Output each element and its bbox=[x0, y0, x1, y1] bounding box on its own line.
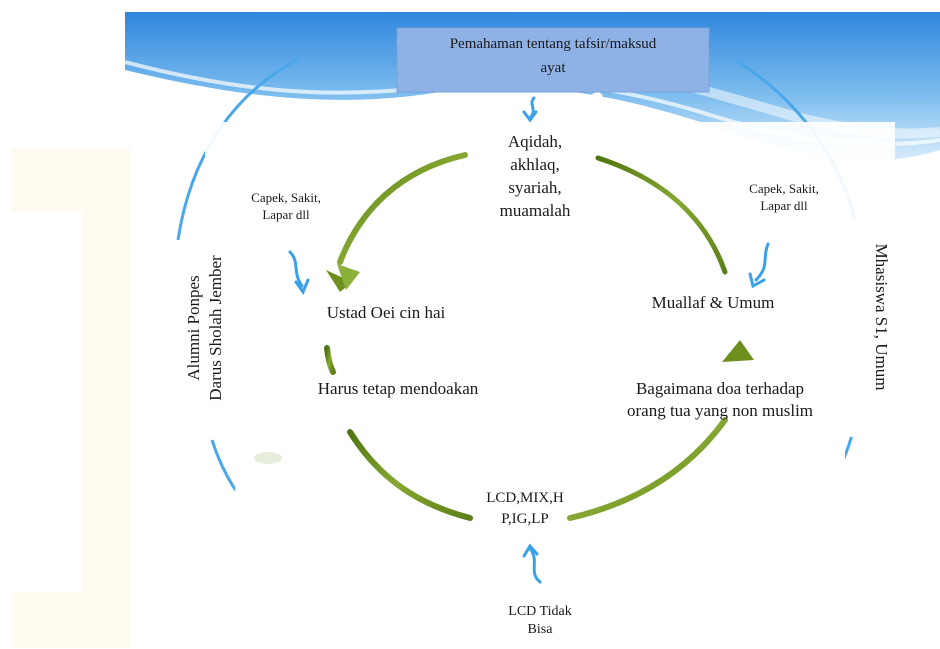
center-top-line-1: Aqidah, bbox=[507, 132, 563, 151]
title-box bbox=[396, 27, 710, 93]
left-obstacle-label: Capek, Sakit, Lapar dll bbox=[226, 189, 346, 223]
curved-arrow-icon bbox=[722, 340, 754, 362]
bottom-obstacle-line-2: Bisa bbox=[527, 622, 553, 637]
center-top-line-3: syariah, bbox=[508, 178, 562, 197]
title-line-1: Pemahaman tentang tafsir/maksud bbox=[449, 36, 657, 52]
green-arc-top-right bbox=[595, 155, 728, 275]
bottom-obstacle-label: LCD Tidak Bisa bbox=[490, 603, 590, 639]
bottom-node-line-2: P,IG,LP bbox=[501, 511, 549, 527]
left-vertical-line-1: Alumni Ponpes bbox=[184, 275, 203, 381]
left-bottom-node: Harus tetap mendoakan bbox=[317, 379, 479, 398]
squiggle-arrow-icon bbox=[522, 96, 538, 123]
right-obstacle-line-2: Lapar dll bbox=[760, 198, 808, 213]
bottom-obstacle-line-1: LCD Tidak bbox=[508, 604, 572, 619]
cycle-backdrop-bottom bbox=[235, 430, 845, 630]
right-vertical-label: Mhasiswa S1, Umum bbox=[872, 243, 891, 391]
squiggle-arrow-icon bbox=[522, 543, 542, 584]
right-obstacle-label: Capek, Sakit, Lapar dll bbox=[724, 180, 844, 214]
left-vertical-label: Alumni Ponpes Darus Sholah Jember bbox=[183, 228, 227, 428]
green-arc-bottom-left bbox=[347, 429, 473, 521]
left-obstacle-line-1: Capek, Sakit, bbox=[251, 190, 321, 205]
green-arc-left bbox=[324, 345, 336, 375]
left-cream-inner bbox=[0, 212, 82, 592]
green-arc-top-left bbox=[337, 152, 468, 265]
title-line-2: ayat bbox=[540, 60, 566, 76]
curved-arrow-icon bbox=[337, 264, 360, 290]
squiggle-arrow-icon bbox=[748, 242, 770, 289]
right-bottom-line-2: orang tua yang non muslim bbox=[626, 401, 814, 420]
left-vertical-line-2: Darus Sholah Jember bbox=[206, 255, 225, 401]
bottom-node: LCD,MIX,H P,IG,LP bbox=[470, 488, 580, 530]
right-bottom-node: Bagaimana doa terhadap orang tua yang no… bbox=[590, 378, 850, 422]
green-arc-bottom-right bbox=[567, 417, 728, 521]
right-obstacle-line-1: Capek, Sakit, bbox=[749, 181, 819, 196]
left-obstacle-line-2: Lapar dll bbox=[262, 207, 310, 222]
sparkle-dot bbox=[591, 92, 603, 104]
green-cycle bbox=[324, 152, 728, 521]
bottom-node-line-1: LCD,MIX,H bbox=[486, 490, 564, 506]
decor-smudge bbox=[254, 452, 282, 464]
center-top-line-4: muamalah bbox=[499, 201, 571, 220]
center-top-node: Aqidah, akhlaq, syariah, muamalah bbox=[470, 130, 600, 222]
left-node: Ustad Oei cin hai bbox=[326, 303, 446, 322]
center-top-line-2: akhlaq, bbox=[510, 155, 560, 174]
title-box-text: Pemahaman tentang tafsir/maksud ayat bbox=[397, 34, 709, 78]
right-node: Muallaf & Umum bbox=[651, 293, 775, 312]
right-bottom-line-1: Bagaimana doa terhadap bbox=[635, 379, 805, 398]
cycle-backdrop bbox=[205, 122, 895, 437]
squiggle-arrow-icon bbox=[288, 250, 310, 296]
